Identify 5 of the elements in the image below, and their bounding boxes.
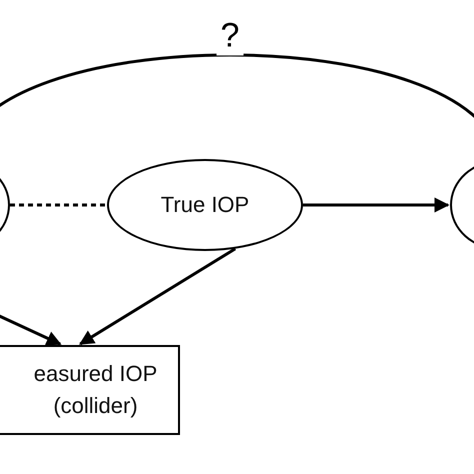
dotted-line: [10, 204, 107, 206]
process-box: [0, 345, 180, 435]
node-label: easured IOP (collider): [32, 360, 158, 420]
node-label: True IOP: [160, 191, 250, 219]
arrow: [303, 198, 450, 212]
